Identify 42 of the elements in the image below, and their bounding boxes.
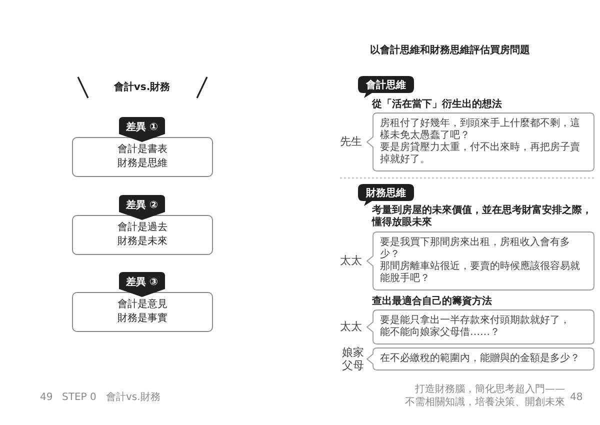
speaker-label: 太太 [340,254,363,267]
statement-text: 要是我買下那間房來出租，房租收入會有多少？ [380,237,571,260]
statement-text: 能不能向娘家父母借……？ [380,327,501,339]
speaker-label: 先生 [340,135,363,148]
subheading-text: 查出最適合自己的籌資方法 [372,295,493,308]
speech-box [366,113,594,171]
tag-text: 會計思維 [366,79,406,93]
statement-text: 房租付了好幾年，到頭來手上什麼都不剩，這樣未免太愚蠢了吧？ [380,118,581,142]
speaker-label: 太太 [340,320,363,333]
book-title: 打造財務腦，簡化思考超入門—— [414,384,565,396]
statement-box [72,292,213,332]
statement-text: 會計是意見 [118,298,168,312]
tag-text: 差異 ③ [126,276,158,290]
statement-box [72,215,213,255]
statement-text: 那間房離車站很近，要賣的時候應該很容易就能脫手吧？ [380,261,581,285]
chapter-title: 會計vs.財務 [106,392,162,404]
speaker-label: 娘家父母 [342,346,365,372]
speech-box [366,232,594,290]
page-number: 49 [40,392,54,404]
statement-text: 要是能只拿出一半存款來付頭期款就好了， [380,315,571,326]
statement-text: 要是房貸壓力太重，付不出來時，再把房子賣掉就好了。 [380,142,581,166]
page-number: 48 [570,392,584,404]
section-label: STEP 0 [62,392,98,404]
speech-bubble [358,184,414,206]
subheading-text: 從「活在當下」衍生出的想法 [372,98,503,111]
speech-bubble [358,76,414,98]
heading-text: 會計vs.財務 [112,81,172,94]
subheading-text: 考量到房屋的未來價值，並在思考財富安排之際，懂得放眼未來 [372,205,593,229]
statement-text: 財務是思維 [118,157,168,171]
statement-text: 會計是過去 [118,221,168,235]
tag-text: 差異 ② [126,199,158,213]
speech-box [366,348,594,370]
tag-text: 財務思維 [366,187,406,201]
book-subtitle: 不需相關知識，培養決策、開創未來 [404,397,565,409]
statement-text: 在不必繳稅的範圍內，能贈與的金額是多少？ [380,353,581,365]
statement-text: 會計是書表 [118,143,168,157]
title: 以會計思維和財務思維評估買房問題 [369,44,531,57]
statement-text: 財務是未來 [118,235,168,249]
tag-text: 差異 ① [126,121,158,135]
statement-box [72,137,213,177]
statement-text: 財務是事實 [118,312,168,326]
speech-box [366,310,594,344]
